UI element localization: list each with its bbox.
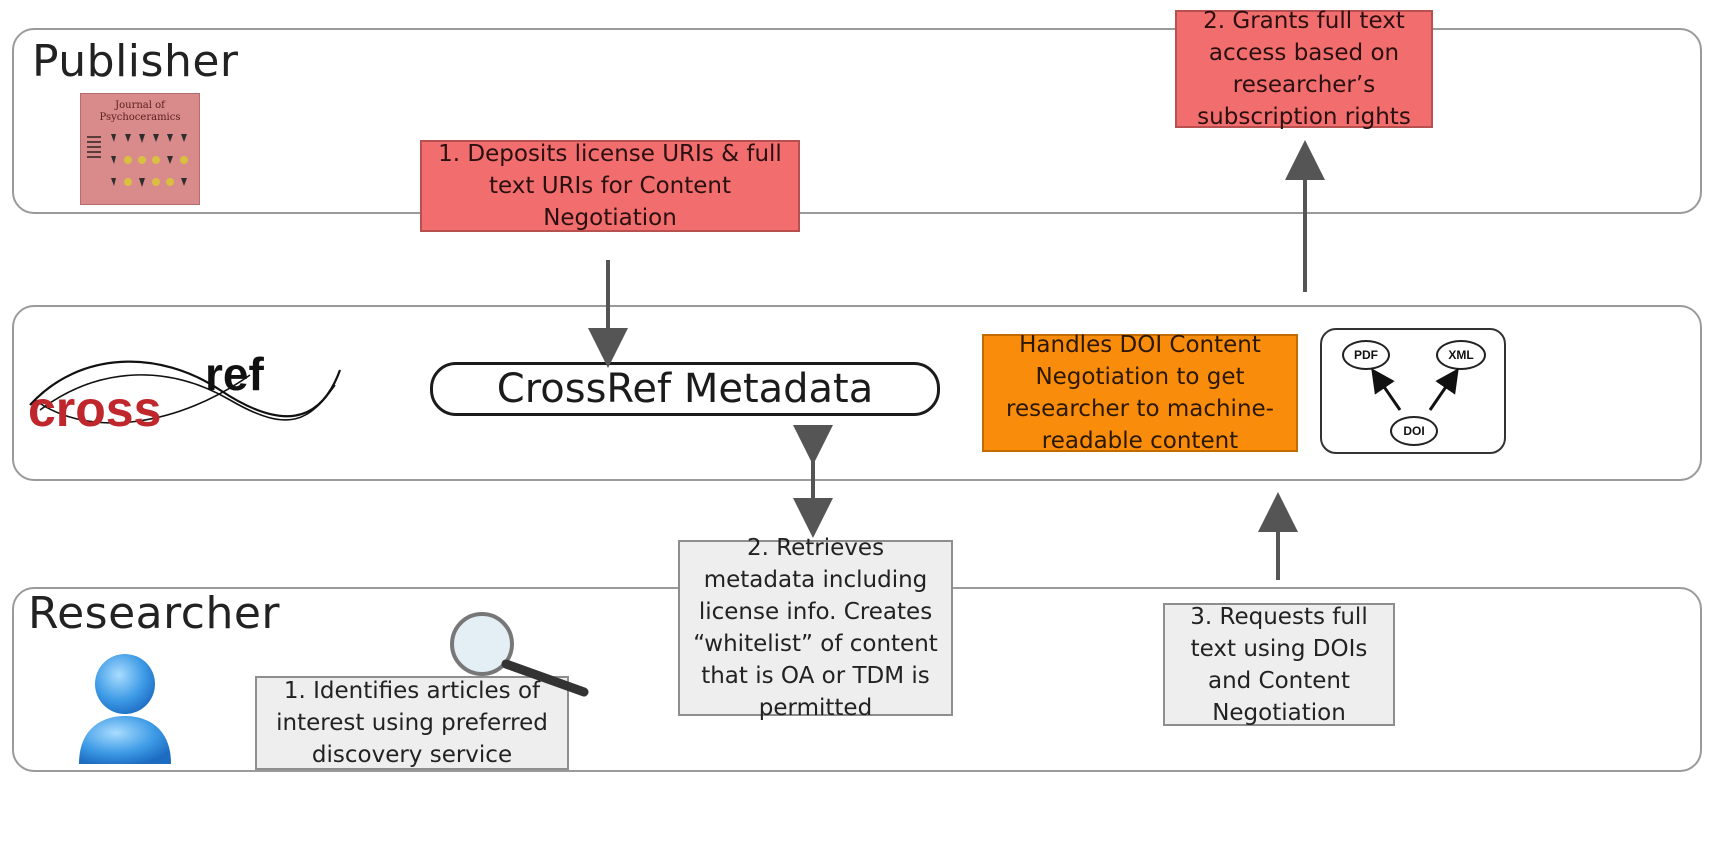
crossref-logo-cross: cross <box>28 381 161 437</box>
crossref-metadata-pill: CrossRef Metadata <box>430 362 940 416</box>
deposit-box: 1. Deposits license URIs & full text URI… <box>420 140 800 232</box>
pdf-node: PDF <box>1342 340 1390 370</box>
crossref-logo: ref cross <box>28 348 342 437</box>
publisher-lane <box>12 28 1702 214</box>
xml-node: XML <box>1436 340 1486 370</box>
publisher-title: Publisher <box>32 36 239 87</box>
handles-box: Handles DOI Content Negotiation to get r… <box>982 332 1298 454</box>
crossref-logo-ref: ref <box>205 348 264 400</box>
journal-cover-art <box>87 134 188 187</box>
researcher-person-icon <box>79 654 171 764</box>
identifies-box: 1. Identifies articles of interest using… <box>255 676 569 770</box>
doi-node: DOI <box>1390 416 1438 446</box>
magnifier-icon <box>450 612 589 697</box>
journal-title: Journal of Psychoceramics <box>99 100 181 123</box>
requests-box: 3. Requests full text using DOIs and Con… <box>1163 603 1395 726</box>
retrieves-box: 2. Retrieves metadata including license … <box>678 535 953 721</box>
researcher-title: Researcher <box>28 588 280 639</box>
grants-box: 2. Grants full text access based on rese… <box>1175 8 1433 130</box>
journal-cover: Journal of Psychoceramics <box>80 93 200 205</box>
